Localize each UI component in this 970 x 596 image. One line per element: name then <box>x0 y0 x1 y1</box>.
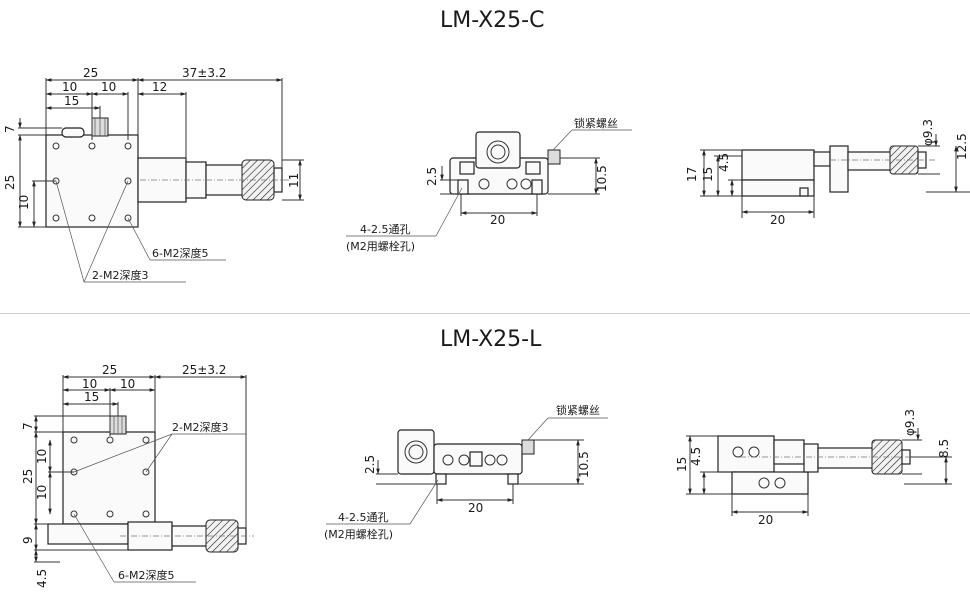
l-dim-10va: 10 <box>35 449 49 464</box>
cf-note-lock: 锁紧螺丝 <box>574 116 618 130</box>
l-note-6m2: 6-M2深度5 <box>118 568 174 582</box>
c-note-6m2: 6-M2深度5 <box>152 246 208 260</box>
cf-note-hole: 4-2.5通孔 <box>360 223 410 236</box>
c-note-2m2: 2-M2深度3 <box>92 268 148 282</box>
title-lm-x25-c: LM-X25-C <box>440 8 545 33</box>
c-dim-7: 7 <box>3 125 17 133</box>
cf-dim-10-5: 10.5 <box>595 165 609 192</box>
l-dim-10vb: 10 <box>35 485 49 500</box>
c-dim-11: 11 <box>287 173 301 188</box>
cs-dim-12-5: 12.5 <box>955 133 969 160</box>
l-stage-body <box>62 431 156 525</box>
lf-dim-2-5: 2.5 <box>363 455 377 474</box>
l-dim-travel: 25±3.2 <box>182 363 226 377</box>
c-dim-10a: 10 <box>62 80 77 94</box>
title-lm-x25-l: LM-X25-L <box>440 327 542 352</box>
c-dim-15: 15 <box>64 94 79 108</box>
cf-dim-20: 20 <box>490 213 505 227</box>
l-dim-10a: 10 <box>82 377 97 391</box>
c-side-view: 17 15 4.5 φ9.3 12.5 20 <box>685 119 970 227</box>
lf-note-lock: 锁紧螺丝 <box>556 403 600 417</box>
c-dim-10v: 10 <box>17 195 31 210</box>
c-dim-10b: 10 <box>101 80 116 94</box>
l-dim-25: 25 <box>102 363 117 377</box>
l-top-view: 25 10 10 15 25±3.2 7 25 10 10 9 4.5 2-M2… <box>21 363 254 588</box>
l-dim-7: 7 <box>21 422 35 430</box>
cs-dim-15: 15 <box>701 167 715 182</box>
section-divider <box>0 313 970 314</box>
c-dim-25: 25 <box>83 66 98 80</box>
ls-dim-8-5: 8.5 <box>937 439 951 458</box>
ls-dim-phi: φ9.3 <box>903 409 917 436</box>
ls-dim-20: 20 <box>758 513 773 527</box>
cs-dim-20: 20 <box>770 213 785 227</box>
c-front-view: 2.5 10.5 20 锁紧螺丝 4-2.5通孔 (M2用螺栓孔) <box>346 116 632 253</box>
l-dim-9: 9 <box>21 536 35 544</box>
ls-dim-15: 15 <box>675 457 689 472</box>
lf-note-bolt: (M2用螺栓孔) <box>324 527 393 541</box>
cs-dim-phi: φ9.3 <box>921 119 935 146</box>
l-note-2m2: 2-M2深度3 <box>172 420 228 434</box>
c-dim-12: 12 <box>152 80 167 94</box>
l-dim-25v: 25 <box>21 469 35 484</box>
lf-note-hole: 4-2.5通孔 <box>338 511 388 524</box>
l-dim-15: 15 <box>84 390 99 404</box>
ls-dim-4-5: 4.5 <box>689 447 703 466</box>
l-side-view: 15 4.5 φ9.3 8.5 20 <box>675 409 952 527</box>
l-dim-4-5: 4.5 <box>35 569 49 588</box>
lf-dim-10-5: 10.5 <box>577 451 591 478</box>
l-dim-10b: 10 <box>120 377 135 391</box>
l-front-view: 2.5 10.5 20 锁紧螺丝 4-2.5通孔 (M2用螺栓孔) <box>324 403 608 541</box>
cf-dim-2-5: 2.5 <box>425 167 439 186</box>
c-dim-travel: 37±3.2 <box>182 66 226 80</box>
c-top-view: 25 10 10 15 12 37±3.2 7 25 10 11 6-M2深度5 <box>3 66 304 283</box>
lf-dim-20: 20 <box>468 501 483 515</box>
cf-note-bolt: (M2用螺栓孔) <box>346 239 415 253</box>
cs-dim-4-5: 4.5 <box>717 153 731 172</box>
cs-dim-17: 17 <box>685 167 699 182</box>
c-dim-25v: 25 <box>3 175 17 190</box>
